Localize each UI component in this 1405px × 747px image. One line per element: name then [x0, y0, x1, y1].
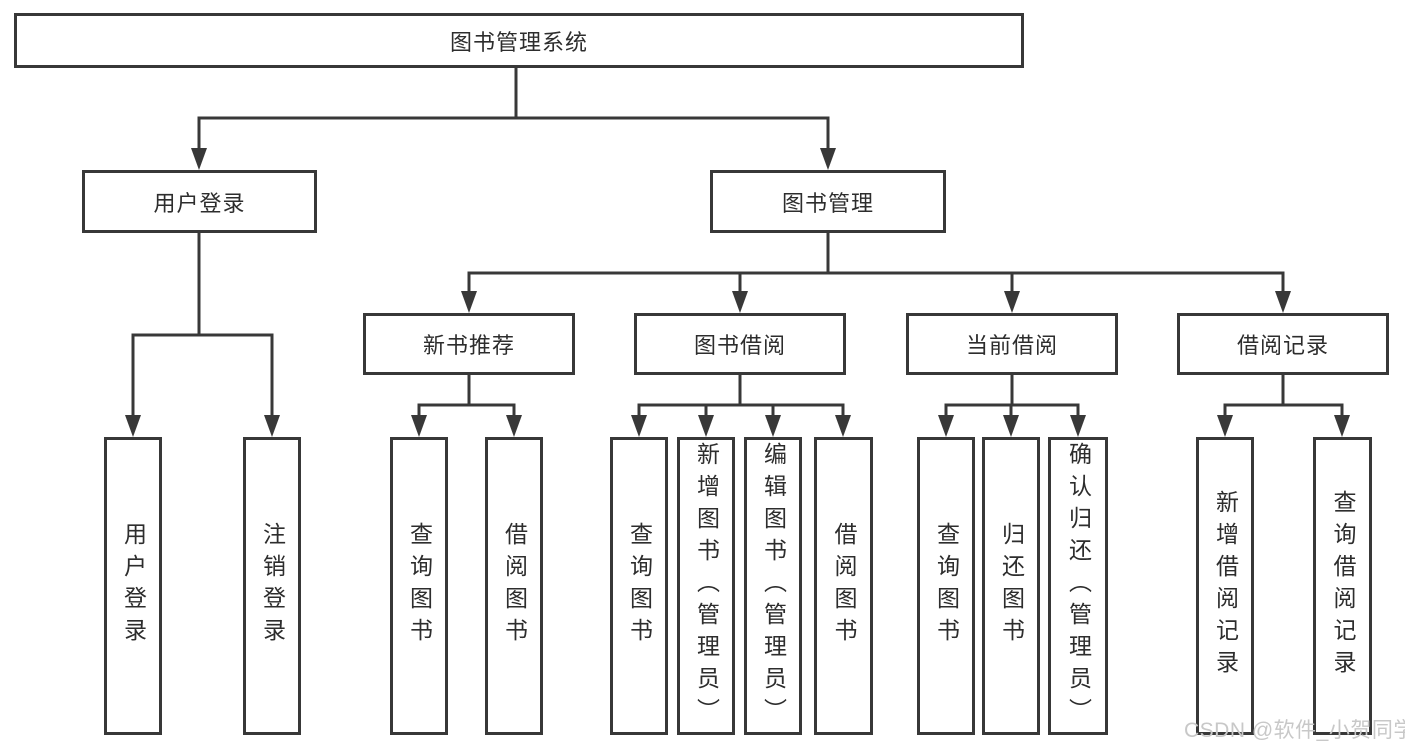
arrowheads — [125, 148, 1350, 437]
leaf-query-books-1: 查询图书 — [390, 437, 448, 735]
leaf-borrow-books-1: 借阅图书 — [485, 437, 543, 735]
node-book-borrow: 图书借阅 — [634, 313, 846, 375]
leaf-add-book-admin: 新增图书（管理员） — [677, 437, 735, 735]
csdn-watermark: CSDN @软件_小贺同学 — [1184, 719, 1405, 742]
node-root-system: 图书管理系统 — [14, 13, 1024, 68]
node-new-book-recommend: 新书推荐 — [363, 313, 575, 375]
node-current-borrow: 当前借阅 — [906, 313, 1118, 375]
node-user-login: 用户登录 — [82, 170, 317, 233]
leaf-logout: 注销登录 — [243, 437, 301, 735]
leaf-borrow-books-2: 借阅图书 — [814, 437, 873, 735]
leaf-query-books-3: 查询图书 — [917, 437, 975, 735]
node-borrow-records: 借阅记录 — [1177, 313, 1389, 375]
leaf-query-borrow-record: 查询借阅记录 — [1313, 437, 1372, 735]
leaf-confirm-return-admin: 确认归还（管理员） — [1048, 437, 1108, 735]
node-book-management: 图书管理 — [710, 170, 946, 233]
leaf-add-borrow-record: 新增借阅记录 — [1196, 437, 1254, 735]
leaf-user-login: 用户登录 — [104, 437, 162, 735]
leaf-query-books-2: 查询图书 — [610, 437, 668, 735]
leaf-edit-book-admin: 编辑图书（管理员） — [744, 437, 802, 735]
leaf-return-book: 归还图书 — [982, 437, 1040, 735]
